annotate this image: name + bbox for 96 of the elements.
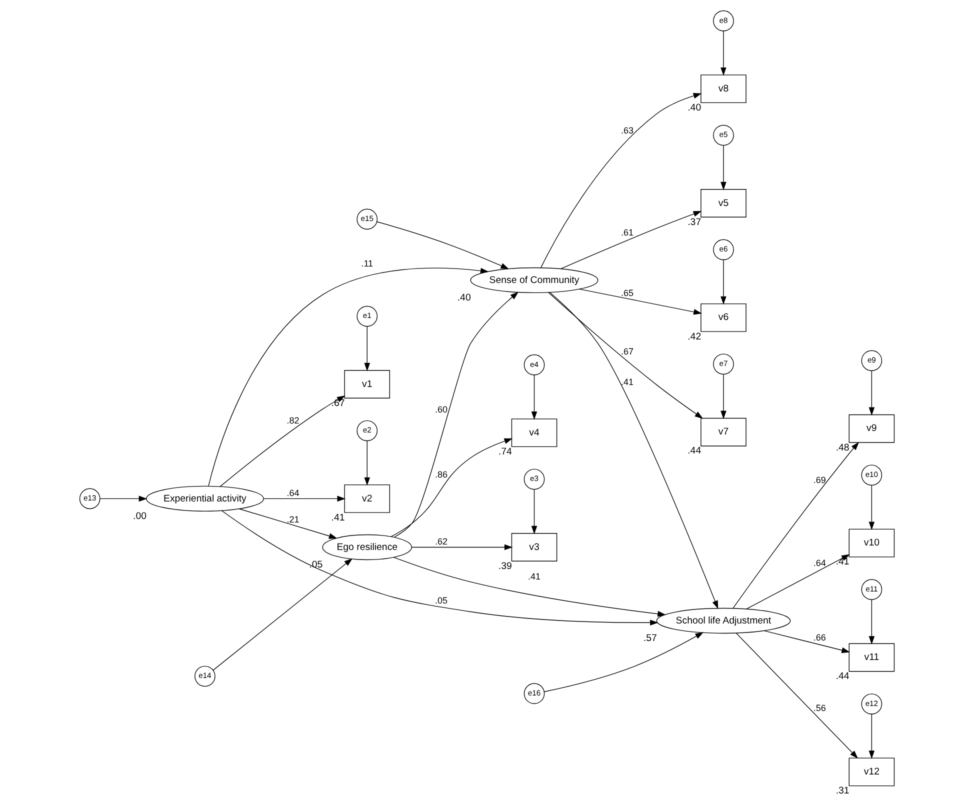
arrow — [394, 292, 519, 538]
edge-label: .65 — [621, 288, 634, 298]
arrow — [364, 440, 370, 486]
node-box: v1 — [344, 370, 390, 398]
arrow — [544, 632, 704, 692]
node-label: .44 — [836, 671, 850, 682]
node-box: v11 — [848, 643, 895, 672]
node-circle: e13 — [79, 488, 100, 510]
edge-label: .61 — [621, 227, 634, 238]
arrow — [531, 374, 538, 420]
node-box: v12 — [848, 758, 895, 786]
edge-label: .05 — [434, 596, 448, 606]
arrow — [222, 510, 658, 626]
edge-label: .62 — [434, 536, 448, 547]
arrow — [550, 292, 718, 609]
node-box: v9 — [848, 414, 895, 443]
edge-label: .63 — [621, 125, 634, 136]
node-circle: e14 — [194, 666, 216, 687]
node-circle: e1 — [356, 306, 378, 327]
node-label: .40 — [457, 292, 471, 304]
node-circle: e5 — [713, 124, 734, 146]
arrow — [578, 288, 702, 315]
arrow — [868, 714, 875, 759]
node-label: .41 — [836, 556, 850, 568]
arrow — [390, 438, 513, 538]
arrow — [531, 489, 538, 534]
arrow — [720, 259, 726, 305]
edge-label: .67 — [621, 346, 634, 357]
node-label: .00 — [133, 510, 146, 522]
node-ellipse: Experiential activity — [146, 486, 264, 512]
arrow — [208, 268, 489, 486]
edge-label: .66 — [813, 632, 826, 642]
arrow — [100, 496, 148, 502]
edge-label: .64 — [813, 558, 826, 568]
edge-label: .21 — [286, 514, 300, 525]
edge-label: .86 — [434, 469, 448, 480]
node-label: .37 — [688, 216, 702, 228]
edge-label: .60 — [434, 404, 448, 414]
edge-label: .69 — [813, 475, 826, 486]
arrow — [548, 292, 704, 419]
node-label: .05 — [309, 559, 323, 570]
arrow — [764, 630, 850, 654]
node-circle: e8 — [713, 10, 734, 32]
node-box: v8 — [700, 74, 746, 104]
node-box: v3 — [511, 533, 558, 562]
node-label: .44 — [688, 446, 702, 457]
arrow — [376, 221, 510, 270]
edge-label: .64 — [286, 488, 300, 498]
node-circle: e11 — [861, 579, 882, 600]
node-box: v4 — [511, 418, 558, 448]
arrow — [364, 326, 370, 372]
edge-label: .56 — [813, 703, 826, 714]
edge-label: .41 — [528, 571, 541, 582]
node-label: .40 — [688, 102, 702, 114]
node-label: .31 — [836, 786, 850, 797]
node-label: .41 — [331, 512, 345, 524]
arrow — [540, 93, 702, 268]
arrow — [746, 554, 850, 610]
node-label: .48 — [836, 442, 850, 454]
node-label: .42 — [688, 331, 702, 342]
node-circle: e16 — [524, 683, 545, 704]
node-circle: e10 — [861, 464, 882, 486]
arrow — [720, 30, 726, 76]
arrow — [220, 395, 346, 487]
node-box: v7 — [700, 418, 746, 446]
edge-label: .41 — [621, 377, 634, 388]
arrow — [868, 370, 875, 416]
arrow — [720, 145, 726, 190]
node-circle: e3 — [524, 468, 545, 490]
edge-label: .11 — [361, 258, 374, 269]
node-label: .57 — [643, 633, 657, 644]
edge-label: .82 — [286, 415, 300, 426]
arrow — [868, 599, 875, 644]
node-circle: e4 — [524, 354, 545, 376]
arrow — [736, 632, 858, 759]
node-circle: e15 — [356, 208, 378, 230]
node-circle: e7 — [713, 354, 734, 375]
arrow — [868, 484, 875, 530]
node-circle: e12 — [861, 694, 882, 714]
arrow — [560, 210, 702, 270]
node-circle: e6 — [713, 239, 734, 260]
node-label: .39 — [498, 560, 512, 572]
arrow — [239, 508, 338, 539]
node-box: v6 — [700, 303, 746, 332]
arrow — [732, 442, 859, 609]
node-circle: e2 — [356, 420, 378, 442]
node-box: v2 — [344, 484, 390, 513]
arrow — [393, 556, 666, 617]
node-label: .74 — [498, 446, 512, 458]
arrow — [212, 558, 353, 671]
arrow — [263, 496, 346, 502]
node-box: v10 — [848, 528, 895, 558]
arrow — [411, 544, 513, 550]
node-circle: e9 — [861, 350, 882, 372]
arrow — [720, 374, 726, 420]
node-box: v5 — [700, 189, 746, 218]
